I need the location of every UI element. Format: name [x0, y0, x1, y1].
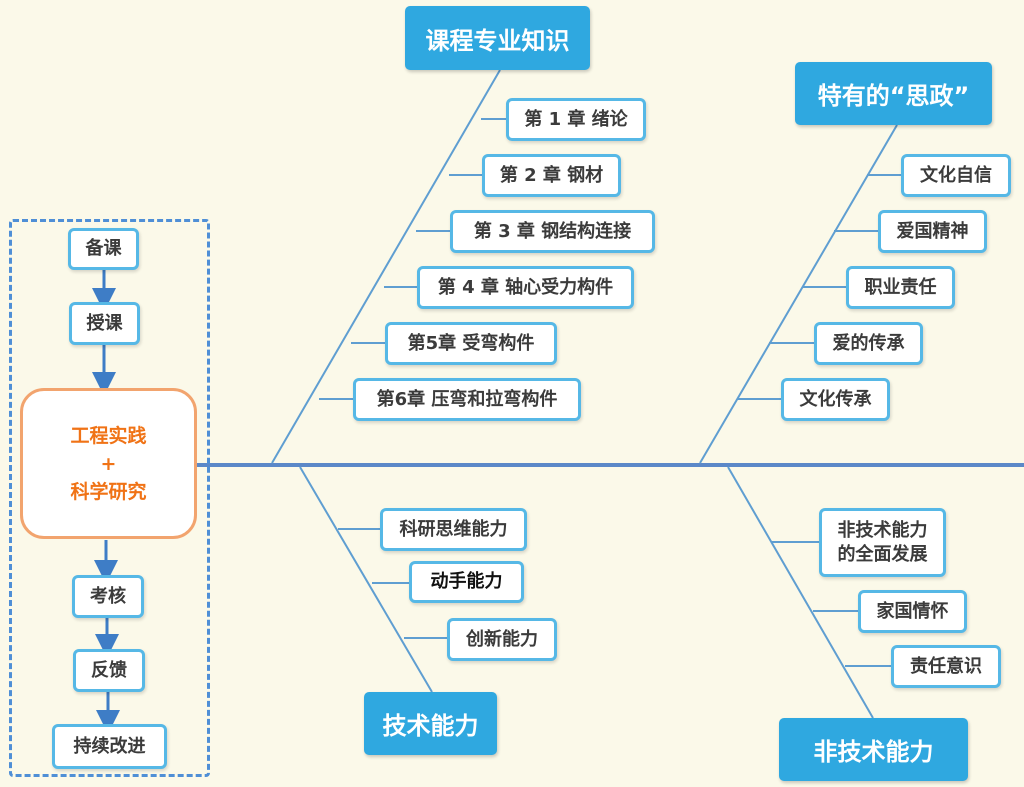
process-panel — [9, 219, 210, 777]
course-item: 第 4 章 轴心受力构件 — [417, 266, 634, 309]
technical-item: 动手能力 — [409, 561, 524, 603]
ideology-item: 爱的传承 — [814, 322, 923, 365]
ideology-item: 职业责任 — [846, 266, 955, 309]
branch-nontechnical — [727, 466, 874, 719]
core-line-3: 科学研究 — [70, 480, 147, 503]
technical-item: 科研思维能力 — [380, 508, 527, 551]
course-item: 第5章 受弯构件 — [385, 322, 557, 365]
core-line-2: + — [100, 452, 117, 475]
branch-technical — [299, 466, 433, 693]
process-assess: 考核 — [72, 575, 144, 618]
ideology-item: 文化传承 — [781, 378, 890, 421]
ideology-item: 文化自信 — [901, 154, 1011, 197]
technical-item: 创新能力 — [447, 618, 557, 661]
course-item: 第6章 压弯和拉弯构件 — [353, 378, 581, 421]
head-ideology: 特有的“思政” — [795, 62, 992, 125]
course-item: 第 3 章 钢结构连接 — [450, 210, 655, 253]
core-box: 工程实践 + 科学研究 — [20, 388, 197, 539]
ideology-item: 爱国精神 — [878, 210, 987, 253]
nontechnical-item: 非技术能力 的全面发展 — [819, 508, 946, 577]
core-line-1: 工程实践 — [70, 424, 147, 447]
branch-ideology — [699, 124, 898, 464]
course-item: 第 1 章 绪论 — [506, 98, 646, 141]
course-item: 第 2 章 钢材 — [482, 154, 621, 197]
head-technical: 技术能力 — [364, 692, 497, 755]
head-course: 课程专业知识 — [405, 6, 590, 70]
process-prepare: 备课 — [68, 228, 139, 270]
nontechnical-item: 家国情怀 — [858, 590, 967, 633]
process-feedback: 反馈 — [73, 649, 145, 692]
branch-course — [271, 69, 501, 464]
head-nontechnical: 非技术能力 — [779, 718, 968, 781]
nontechnical-item: 责任意识 — [891, 645, 1001, 688]
process-teach: 授课 — [69, 302, 140, 345]
process-improve: 持续改进 — [52, 724, 167, 769]
